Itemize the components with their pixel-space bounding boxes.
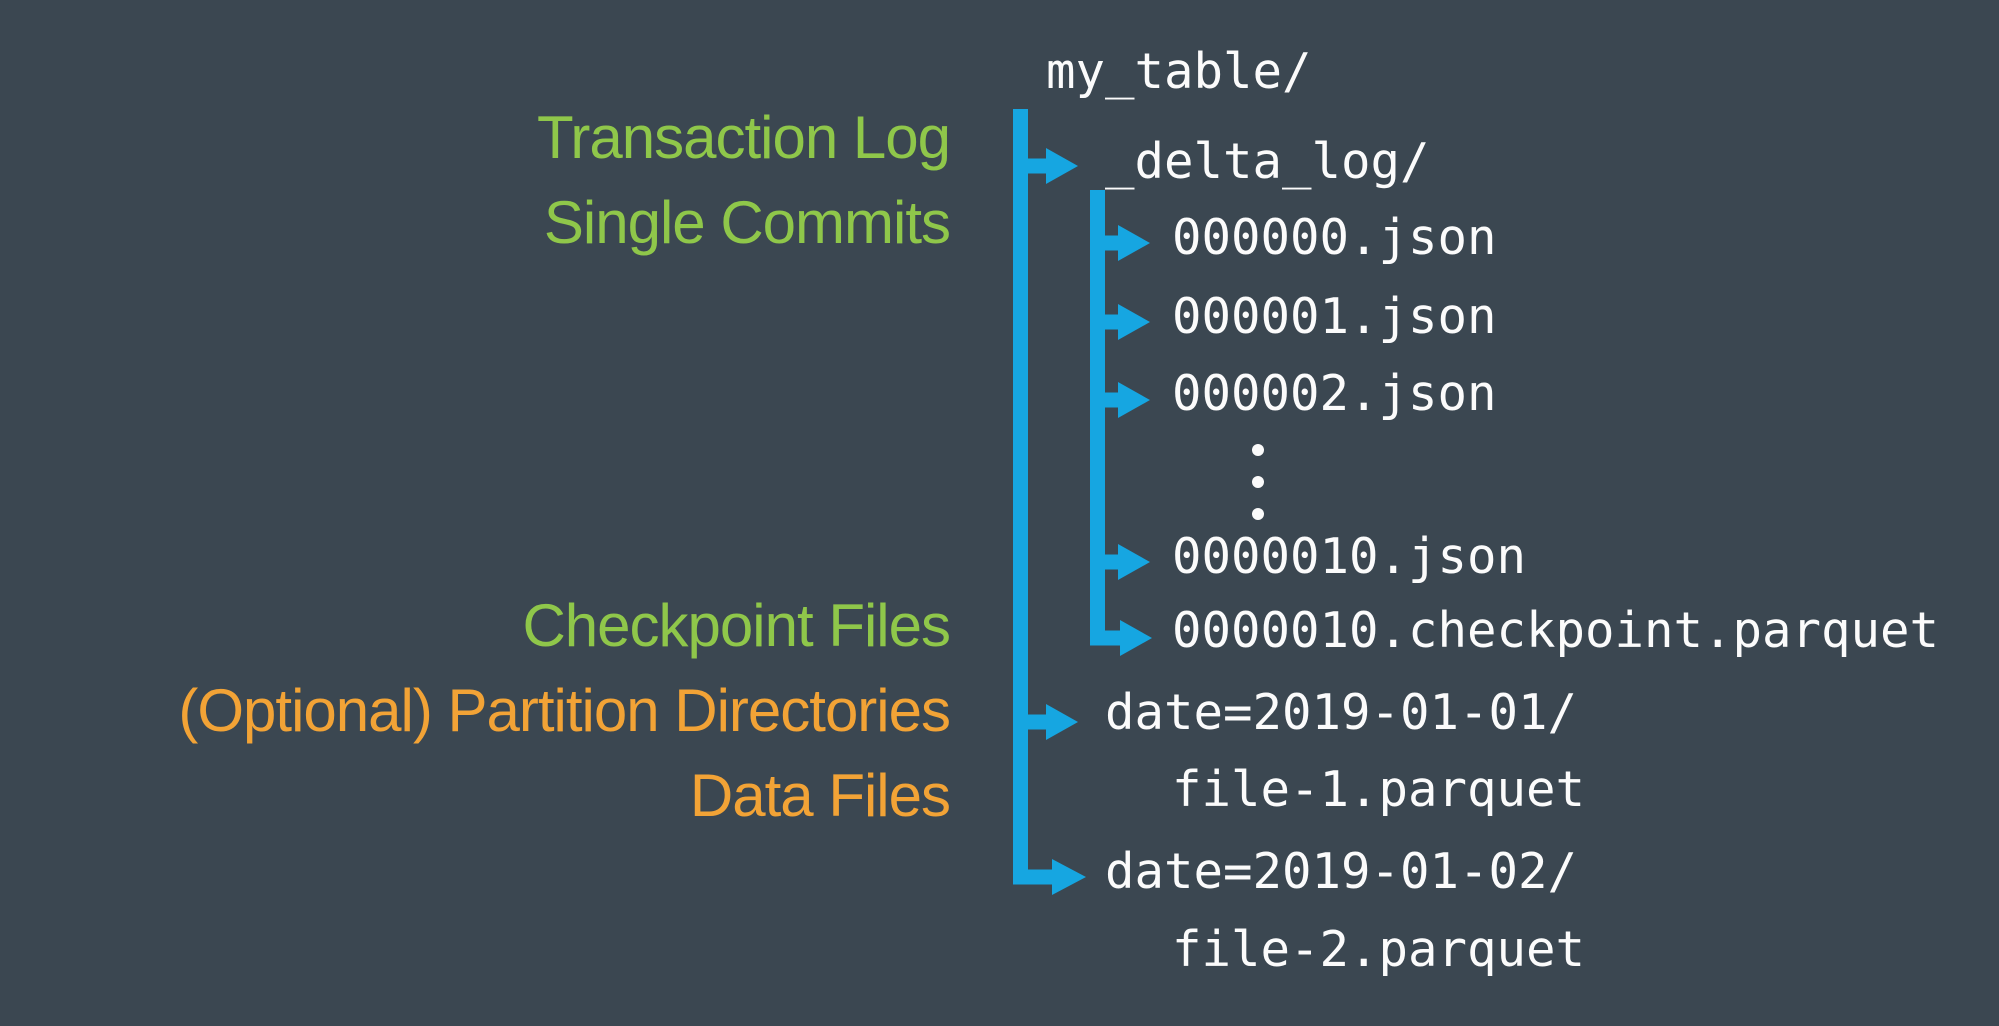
label-checkpoint-files: Checkpoint Files [522, 592, 951, 659]
arrow-right-icon [1120, 620, 1152, 656]
tree-checkpoint-file: 0000010.checkpoint.parquet [1172, 602, 1940, 659]
arrow-right-icon [1046, 704, 1078, 740]
tree-commit-file-2: 000002.json [1172, 365, 1497, 422]
arrow-right-icon [1118, 544, 1150, 580]
tree-partition-dir-1: date=2019-01-02/ [1105, 843, 1578, 900]
ellipsis-vertical-icon [1252, 444, 1264, 520]
tree-commit-file-0: 000000.json [1172, 209, 1497, 266]
branch-arrow-commit-1 [1105, 304, 1150, 340]
branch-arrow-commit-0 [1105, 225, 1150, 261]
arrow-right-icon [1052, 859, 1086, 895]
tree-data-file-1: file-2.parquet [1172, 921, 1586, 978]
label-group-files: Checkpoint Files (Optional) Partition Di… [0, 583, 951, 838]
arrow-right-icon [1118, 304, 1150, 340]
branch-arrow-partition-1 [1028, 704, 1078, 740]
delta-log-trunk-line [1090, 190, 1152, 656]
tree-commit-file-1: 000001.json [1172, 288, 1497, 345]
tree-root-dir: my_table/ [1046, 43, 1312, 100]
branch-arrow-later-commit [1105, 544, 1150, 580]
tree-data-file-0: file-1.parquet [1172, 761, 1586, 818]
label-group-transaction-log: Transaction Log Single Commits [0, 95, 951, 265]
tree-delta-log-dir: _delta_log/ [1105, 133, 1430, 190]
tree-partition-dir-0: date=2019-01-01/ [1105, 684, 1578, 741]
arrow-right-icon [1118, 225, 1150, 261]
main-trunk-line [1013, 109, 1086, 895]
label-data-files: Data Files [689, 762, 951, 829]
arrow-right-icon [1046, 148, 1078, 184]
label-transaction-log: Transaction Log [536, 104, 951, 171]
arrow-right-icon [1118, 382, 1150, 418]
branch-arrow-commit-2 [1105, 382, 1150, 418]
tree-later-commit-file: 0000010.json [1172, 528, 1527, 585]
branch-arrow-delta-log [1028, 148, 1078, 184]
label-partition-directories: (Optional) Partition Directories [178, 677, 951, 744]
label-single-commits: Single Commits [543, 189, 951, 256]
